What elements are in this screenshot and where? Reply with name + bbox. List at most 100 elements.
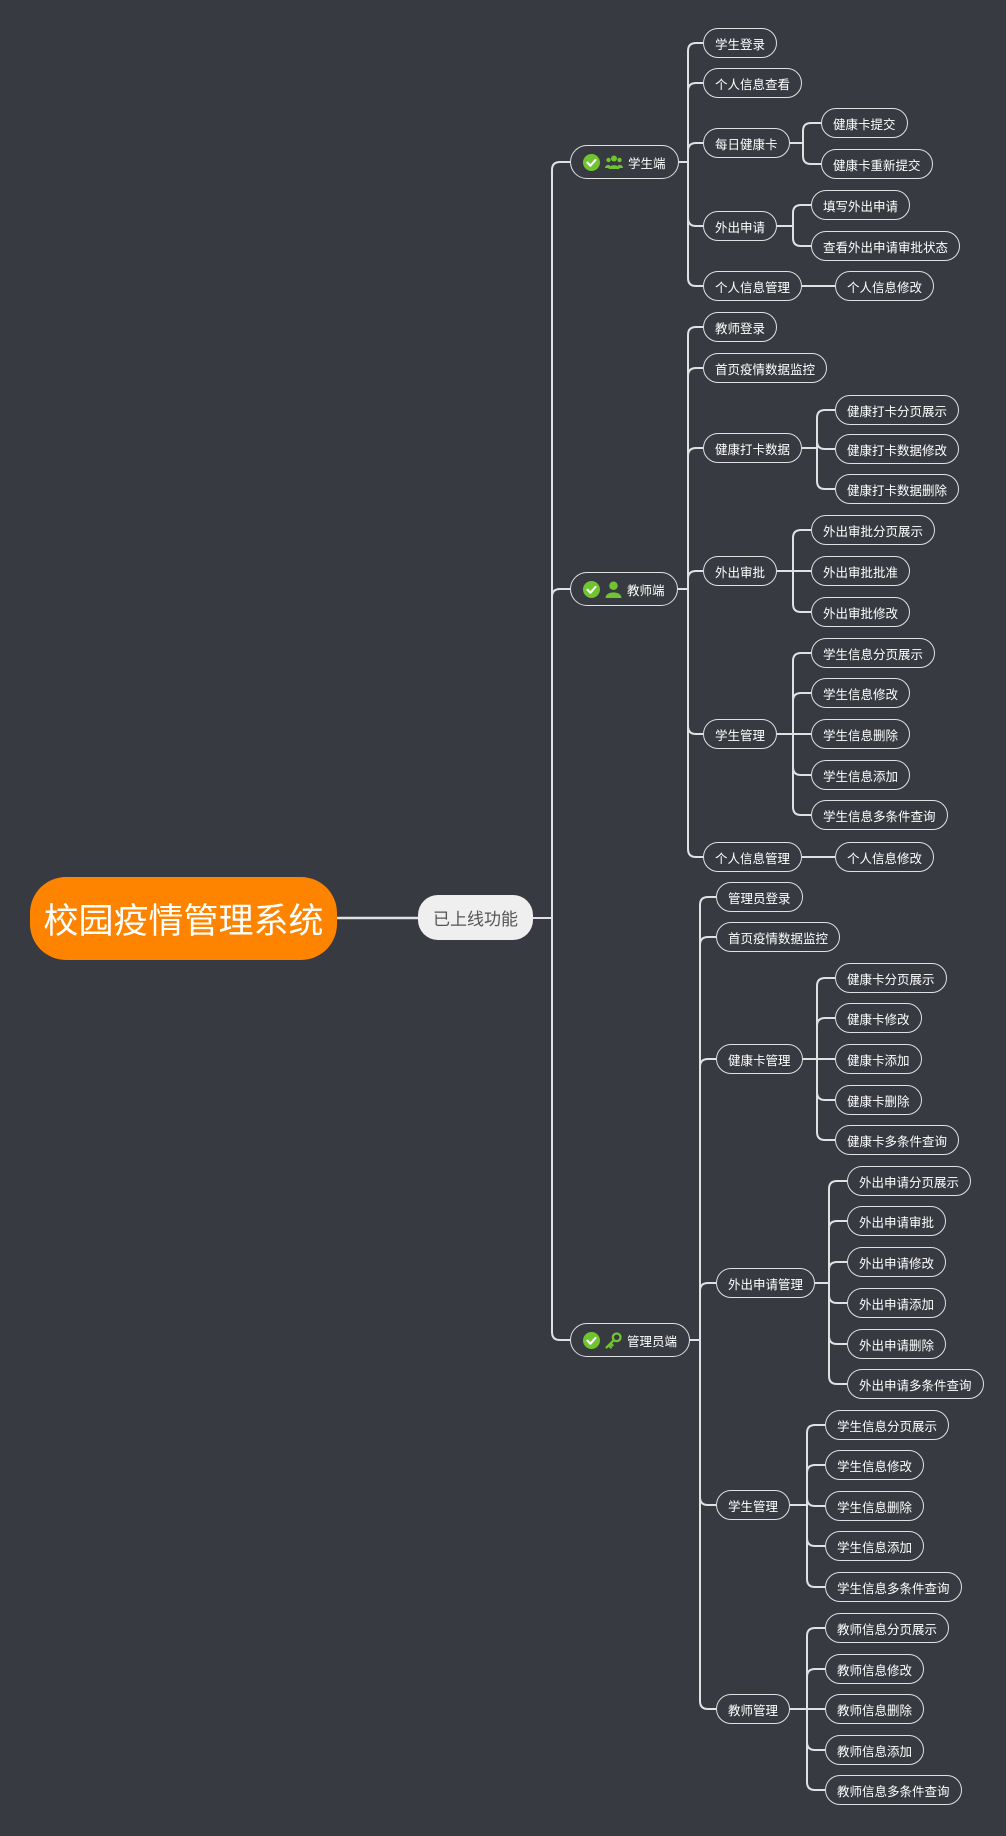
subtopic-item[interactable]: 健康卡添加 <box>835 1044 922 1074</box>
topic-label: 外出申请审批 <box>859 1214 935 1230</box>
topic-label: 填写外出申请 <box>823 198 899 214</box>
subtopic-item[interactable]: 外出申请添加 <box>847 1288 947 1318</box>
connector-line <box>687 326 703 589</box>
subtopic-item[interactable]: 健康卡提交 <box>821 108 908 138</box>
connector-line <box>806 1424 825 1505</box>
topic-item[interactable]: 学生管理 <box>703 719 778 749</box>
subtopic-item[interactable]: 外出申请修改 <box>847 1247 947 1277</box>
subtopic-item[interactable]: 健康卡删除 <box>835 1085 922 1115</box>
connector-line <box>792 652 811 734</box>
root-topic[interactable]: 校园疫情管理系统 <box>30 877 337 960</box>
subtopic-item[interactable]: 教师信息删除 <box>825 1694 925 1724</box>
connector-line <box>792 692 811 734</box>
topic-label: 教师信息多条件查询 <box>837 1783 950 1799</box>
subtopic-item[interactable]: 健康打卡分页展示 <box>835 395 960 425</box>
subtopic-item[interactable]: 外出审批批准 <box>811 556 911 586</box>
subtopic-item[interactable]: 教师信息多条件查询 <box>825 1775 962 1805</box>
subtopic-item[interactable]: 教师信息添加 <box>825 1735 925 1765</box>
topic-label: 外出审批分页展示 <box>823 523 924 539</box>
connector-line <box>687 42 703 162</box>
topic-label: 学生信息删除 <box>837 1499 913 1515</box>
topic-item[interactable]: 个人信息管理 <box>703 271 803 301</box>
subtopic-item[interactable]: 健康打卡数据删除 <box>835 474 960 504</box>
topic-label: 外出审批 <box>715 564 766 580</box>
subtopic-item[interactable]: 个人信息修改 <box>835 271 935 301</box>
topic-label: 学生管理 <box>715 727 766 743</box>
connector-line <box>792 571 811 613</box>
subtopic-item[interactable]: 外出审批修改 <box>811 597 911 627</box>
subtopic-item[interactable]: 健康卡重新提交 <box>821 149 933 179</box>
hub-topic[interactable]: 已上线功能 <box>418 895 533 940</box>
topic-item[interactable]: 健康打卡数据 <box>703 433 803 463</box>
topic-label: 健康卡修改 <box>847 1011 910 1027</box>
topic-label: 每日健康卡 <box>715 136 778 152</box>
subtopic-item[interactable]: 学生信息添加 <box>825 1531 925 1561</box>
subtopic-item[interactable]: 个人信息修改 <box>835 842 935 872</box>
section-student[interactable]: 学生端 <box>570 145 679 179</box>
subtopic-item[interactable]: 学生信息删除 <box>811 719 911 749</box>
users-icon <box>605 154 623 170</box>
topic-label: 学生信息修改 <box>823 686 899 702</box>
subtopic-item[interactable]: 健康卡修改 <box>835 1003 922 1033</box>
subtopic-item[interactable]: 外出申请分页展示 <box>847 1166 972 1196</box>
topic-label: 管理员登录 <box>728 890 791 906</box>
topic-item[interactable]: 首页疫情数据监控 <box>703 353 828 383</box>
topic-label: 健康卡分页展示 <box>847 971 935 987</box>
topic-label: 学生登录 <box>715 36 766 52</box>
subtopic-item[interactable]: 健康卡分页展示 <box>835 963 947 993</box>
connector-line <box>551 588 570 918</box>
topic-label: 学生信息多条件查询 <box>837 1580 950 1596</box>
subtopic-item[interactable]: 学生信息添加 <box>811 760 911 790</box>
subtopic-item[interactable]: 外出申请审批 <box>847 1206 947 1236</box>
topic-item[interactable]: 学生管理 <box>716 1490 791 1520</box>
topic-item[interactable]: 个人信息查看 <box>703 68 803 98</box>
topic-item[interactable]: 每日健康卡 <box>703 128 790 158</box>
connector-line <box>699 1340 716 1506</box>
topic-item[interactable]: 健康卡管理 <box>716 1044 803 1074</box>
subtopic-item[interactable]: 教师信息修改 <box>825 1654 925 1684</box>
connector-line <box>687 589 703 858</box>
subtopic-item[interactable]: 学生信息分页展示 <box>825 1410 950 1440</box>
topic-item[interactable]: 个人信息管理 <box>703 842 803 872</box>
topic-item[interactable]: 学生登录 <box>703 28 778 58</box>
subtopic-item[interactable]: 学生信息修改 <box>825 1450 925 1480</box>
connector-line <box>699 936 716 1340</box>
connector-line <box>699 1058 716 1340</box>
section-admin[interactable]: 管理员端 <box>570 1323 691 1357</box>
subtopic-item[interactable]: 学生信息分页展示 <box>811 638 936 668</box>
topic-label: 个人信息修改 <box>847 279 923 295</box>
subtopic-item[interactable]: 教师信息分页展示 <box>825 1613 950 1643</box>
connector-line <box>816 440 835 450</box>
connector-line <box>816 977 835 1059</box>
connector-line <box>802 122 821 143</box>
subtopic-item[interactable]: 学生信息修改 <box>811 678 911 708</box>
topic-item[interactable]: 外出审批 <box>703 556 778 586</box>
topic-label: 健康卡提交 <box>833 116 896 132</box>
topic-item[interactable]: 外出申请管理 <box>716 1268 816 1298</box>
subtopic-item[interactable]: 查看外出申请审批状态 <box>811 231 961 261</box>
topic-item[interactable]: 外出申请 <box>703 211 778 241</box>
subtopic-item[interactable]: 学生信息多条件查询 <box>811 800 948 830</box>
connector-line <box>806 1505 825 1588</box>
subtopic-item[interactable]: 学生信息删除 <box>825 1491 925 1521</box>
connector-line <box>792 734 811 776</box>
section-teacher[interactable]: 教师端 <box>570 572 678 606</box>
topic-label: 个人信息管理 <box>715 279 791 295</box>
subtopic-item[interactable]: 外出申请删除 <box>847 1329 947 1359</box>
topic-item[interactable]: 教师登录 <box>703 312 778 342</box>
connector-line <box>828 1220 847 1283</box>
topic-item[interactable]: 首页疫情数据监控 <box>716 922 841 952</box>
connector-line <box>828 1283 847 1345</box>
topic-label: 健康卡删除 <box>847 1093 910 1109</box>
subtopic-item[interactable]: 外出申请多条件查询 <box>847 1369 984 1399</box>
user-icon <box>605 581 622 598</box>
topic-item[interactable]: 教师管理 <box>716 1694 791 1724</box>
topic-item[interactable]: 管理员登录 <box>716 882 803 912</box>
subtopic-item[interactable]: 学生信息多条件查询 <box>825 1572 962 1602</box>
subtopic-item[interactable]: 外出审批分页展示 <box>811 515 936 545</box>
subtopic-item[interactable]: 填写外出申请 <box>811 190 911 220</box>
subtopic-item[interactable]: 健康打卡数据修改 <box>835 434 960 464</box>
topic-label: 外出申请多条件查询 <box>859 1377 972 1393</box>
subtopic-item[interactable]: 健康卡多条件查询 <box>835 1125 960 1155</box>
